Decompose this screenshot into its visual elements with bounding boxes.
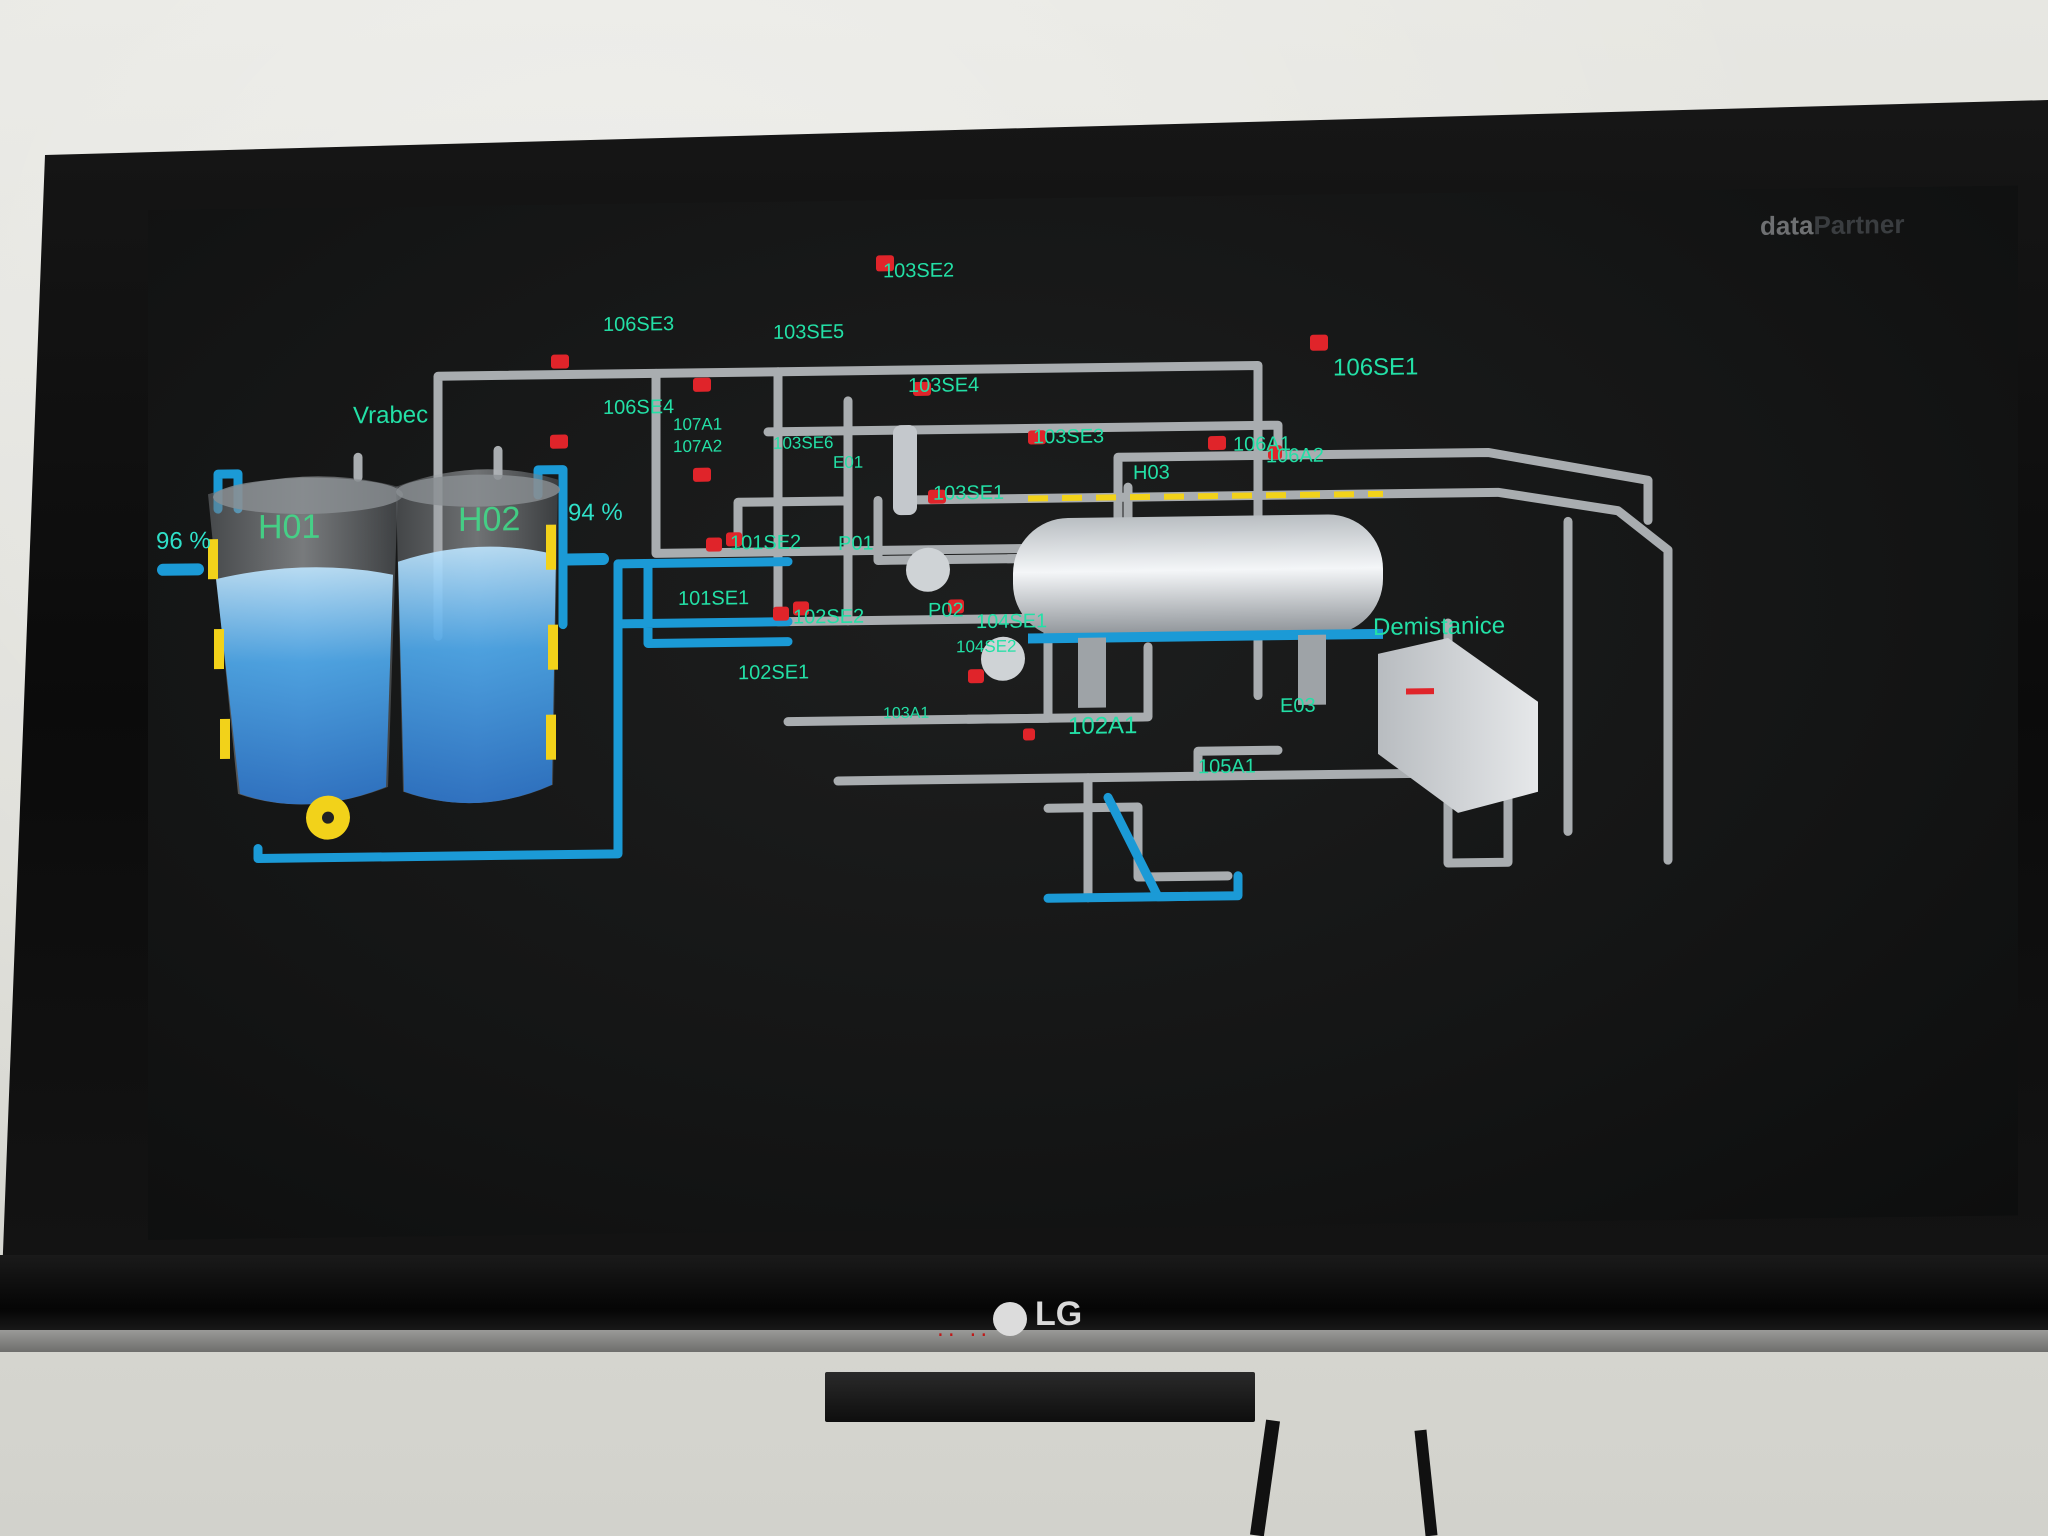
sensor-103SE3-label: 103SE3 xyxy=(1033,425,1105,449)
tank-h03-label: H03 xyxy=(1133,461,1170,485)
tank-h02-label: H02 xyxy=(458,500,521,539)
demistanice-cabinet xyxy=(1378,637,1538,813)
device-e03-label: E03 xyxy=(1280,694,1316,718)
process-diagram xyxy=(157,255,1673,903)
sensor-103SE6-label: 103SE6 xyxy=(773,433,834,453)
pump-p01-icon xyxy=(906,547,950,592)
monitor-status-led: ·· ·· xyxy=(935,1325,990,1346)
sensor-103SE4-label: 103SE4 xyxy=(908,374,980,398)
pump-p02-icon xyxy=(981,636,1025,681)
valve-107A1-label: 107A1 xyxy=(673,414,723,435)
monitor-rim xyxy=(0,1330,2048,1352)
h01-level-readout: 96 % xyxy=(156,527,211,555)
demistanice-label: Demistanice xyxy=(1373,612,1506,641)
sensor-106SE1-label: 106SE1 xyxy=(1333,353,1419,382)
valve-107A2-label: 107A2 xyxy=(673,436,723,457)
sensor-106SE4-label: 106SE4 xyxy=(603,396,675,420)
valve-caps xyxy=(550,255,1328,741)
tank-h01-label: H01 xyxy=(258,507,321,547)
sensor-103SE2-label: 103SE2 xyxy=(883,259,955,283)
sensor-101SE2-label: 101SE2 xyxy=(730,531,802,555)
filter-e01-icon xyxy=(893,425,917,516)
sensor-101SE1-label: 101SE1 xyxy=(678,587,750,611)
scada-screen: dataPartner xyxy=(148,185,2018,1240)
pump-p01-label: P01 xyxy=(838,532,874,555)
pump-p02-label: P02 xyxy=(928,599,964,622)
sensor-102SE1-label: 102SE1 xyxy=(738,661,810,685)
filter-e01-label: E01 xyxy=(833,452,864,473)
hazard-stripes xyxy=(208,524,558,760)
sensor-103SE5-label: 103SE5 xyxy=(773,320,845,344)
h02-level-readout: 94 % xyxy=(568,498,623,527)
sensor-104SE1-label: 104SE1 xyxy=(976,610,1048,634)
vrabec-label: Vrabec xyxy=(353,401,429,430)
valve-103A1-label: 103A1 xyxy=(883,704,930,723)
sensor-106SE3-label: 106SE3 xyxy=(603,313,675,337)
sensor-103SE1-label: 103SE1 xyxy=(933,481,1005,505)
sensor-104SE2-label: 104SE2 xyxy=(956,636,1017,657)
tank-h01 xyxy=(208,476,403,805)
monitor-logo: LG xyxy=(1035,1295,1083,1333)
monitor-stand xyxy=(825,1372,1255,1422)
valve-105A1-label: 105A1 xyxy=(1198,755,1256,779)
valve-102A1-label: 102A1 xyxy=(1068,712,1138,740)
sensor-102SE2-label: 102SE2 xyxy=(793,605,865,629)
tank-h02 xyxy=(396,469,560,804)
lg-logo-icon xyxy=(993,1302,1027,1336)
tank-h03 xyxy=(1013,490,1383,708)
valve-106A2-label: 106A2 xyxy=(1266,444,1324,468)
